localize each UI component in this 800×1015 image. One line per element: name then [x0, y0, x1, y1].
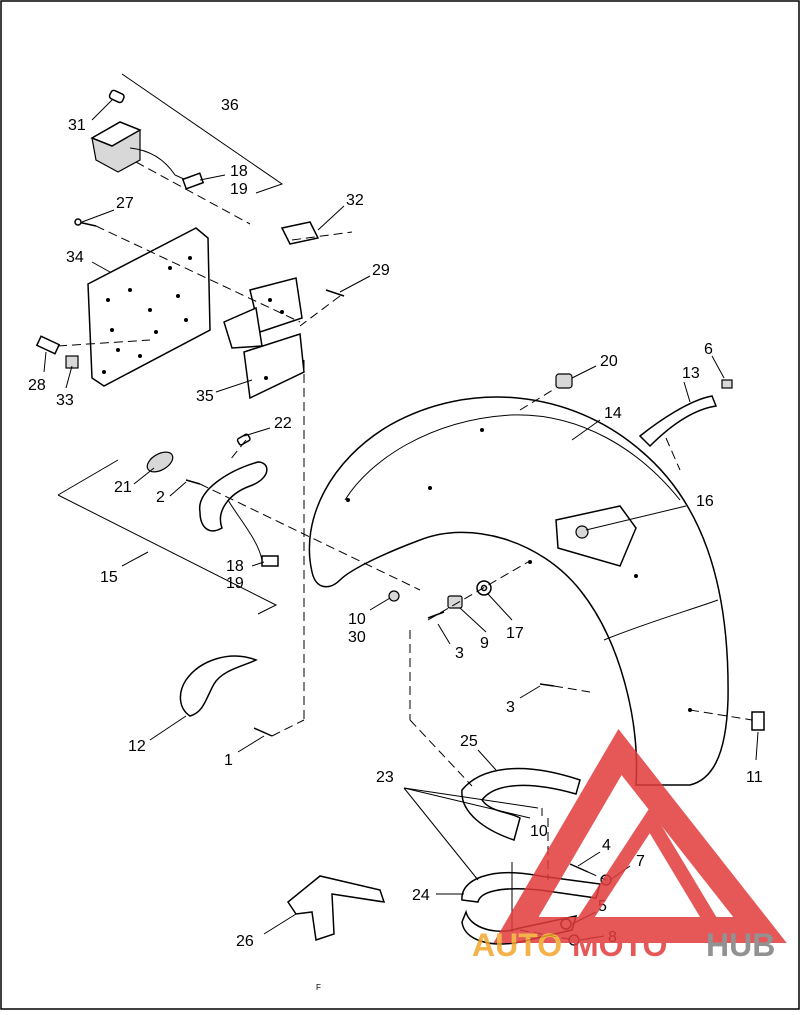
- part-3-screw-b: [539, 683, 555, 687]
- watermark-text-moto: MOTO: [572, 927, 667, 963]
- part-25-rail: [461, 767, 581, 841]
- callout-12: 12: [128, 738, 146, 755]
- callout-5: 5: [598, 898, 607, 915]
- callout-6: 6: [704, 341, 713, 358]
- callout-18b: 18: [226, 558, 244, 575]
- callout-27: 27: [116, 195, 134, 212]
- callout-2: 2: [156, 489, 165, 506]
- callout-13: 13: [682, 365, 700, 382]
- callout-7: 7: [636, 853, 645, 870]
- callout-10: 10: [348, 611, 366, 628]
- part-3-screw-a: [427, 611, 445, 619]
- callout-35: 35: [196, 388, 214, 405]
- callout-25: 25: [460, 733, 478, 750]
- part-11-clip: [751, 711, 765, 731]
- group-bracket-15-bottom: [57, 494, 278, 615]
- part-1-screw: [253, 727, 273, 737]
- part-22-bulb: [236, 433, 251, 446]
- part-34-license-bracket: [87, 227, 211, 387]
- part-32-pad: [280, 221, 320, 245]
- callout-22: 22: [274, 415, 292, 432]
- group-bracket-36: [121, 73, 284, 194]
- watermark-text-auto: AUTO: [472, 927, 562, 963]
- callout-23: 23: [376, 769, 394, 786]
- callout-15: 15: [100, 569, 118, 586]
- callout-24: 24: [412, 887, 430, 904]
- callout-26: 26: [236, 933, 254, 950]
- part-9-spacer: [447, 595, 463, 609]
- callout-20: 20: [600, 353, 618, 370]
- callout-19b: 19: [226, 575, 244, 592]
- callout-14: 14: [604, 405, 622, 422]
- part-6-nut: [721, 379, 733, 389]
- part-10-nut: [388, 590, 400, 602]
- watermark-inner-triangle-icon: [565, 806, 729, 937]
- callout-16: 16: [696, 493, 714, 510]
- watermark-text-hub: HUB: [706, 927, 775, 963]
- part-2-screw: [185, 479, 201, 485]
- callout-17: 17: [506, 625, 524, 642]
- callout-31: 31: [68, 117, 86, 134]
- part-36-license-lamp: [90, 121, 205, 190]
- callout-10b: 10: [530, 823, 548, 840]
- watermark-logo: AUTO MOTO HUB: [472, 728, 787, 963]
- assembly-lines: [57, 161, 753, 941]
- part-35-mount-bracket: [223, 277, 305, 400]
- callout-33: 33: [56, 392, 74, 409]
- callout-28: 28: [28, 377, 46, 394]
- group-bracket-15-top: [57, 459, 119, 496]
- part-14-rear-fender: [308, 396, 729, 786]
- callout-32: 32: [346, 192, 364, 209]
- callout-3b: 3: [506, 699, 515, 716]
- part-33-nut: [65, 355, 79, 369]
- callout-3: 3: [455, 645, 464, 662]
- part-29-screw: [325, 289, 345, 297]
- callout-29: 29: [372, 262, 390, 279]
- part-26-bracket: [286, 875, 386, 941]
- part-15-tail-lamp: [199, 461, 279, 567]
- part-16-gasket: [555, 505, 637, 567]
- callout-21: 21: [114, 479, 132, 496]
- callout-30: 30: [348, 629, 366, 646]
- part-4-bolt: [569, 863, 589, 873]
- part-31-bulb: [108, 89, 125, 104]
- part-13-strap: [638, 395, 718, 448]
- callout-18: 18: [230, 163, 248, 180]
- callout-4: 4: [602, 837, 611, 854]
- callout-34: 34: [66, 249, 84, 266]
- leader-lines: [43, 99, 759, 941]
- callout-19: 19: [230, 181, 248, 198]
- callout-11: 11: [746, 769, 763, 786]
- part-28-bolt: [35, 335, 61, 355]
- footer-mark: F: [316, 983, 321, 992]
- callout-9: 9: [480, 635, 489, 652]
- part-21-lens: [146, 451, 174, 473]
- callout-36: 36: [221, 97, 239, 114]
- part-27-screw: [74, 218, 97, 227]
- callout-1: 1: [224, 752, 233, 769]
- part-12-lamp-cover: [179, 655, 258, 717]
- part-20-bushing: [555, 373, 573, 389]
